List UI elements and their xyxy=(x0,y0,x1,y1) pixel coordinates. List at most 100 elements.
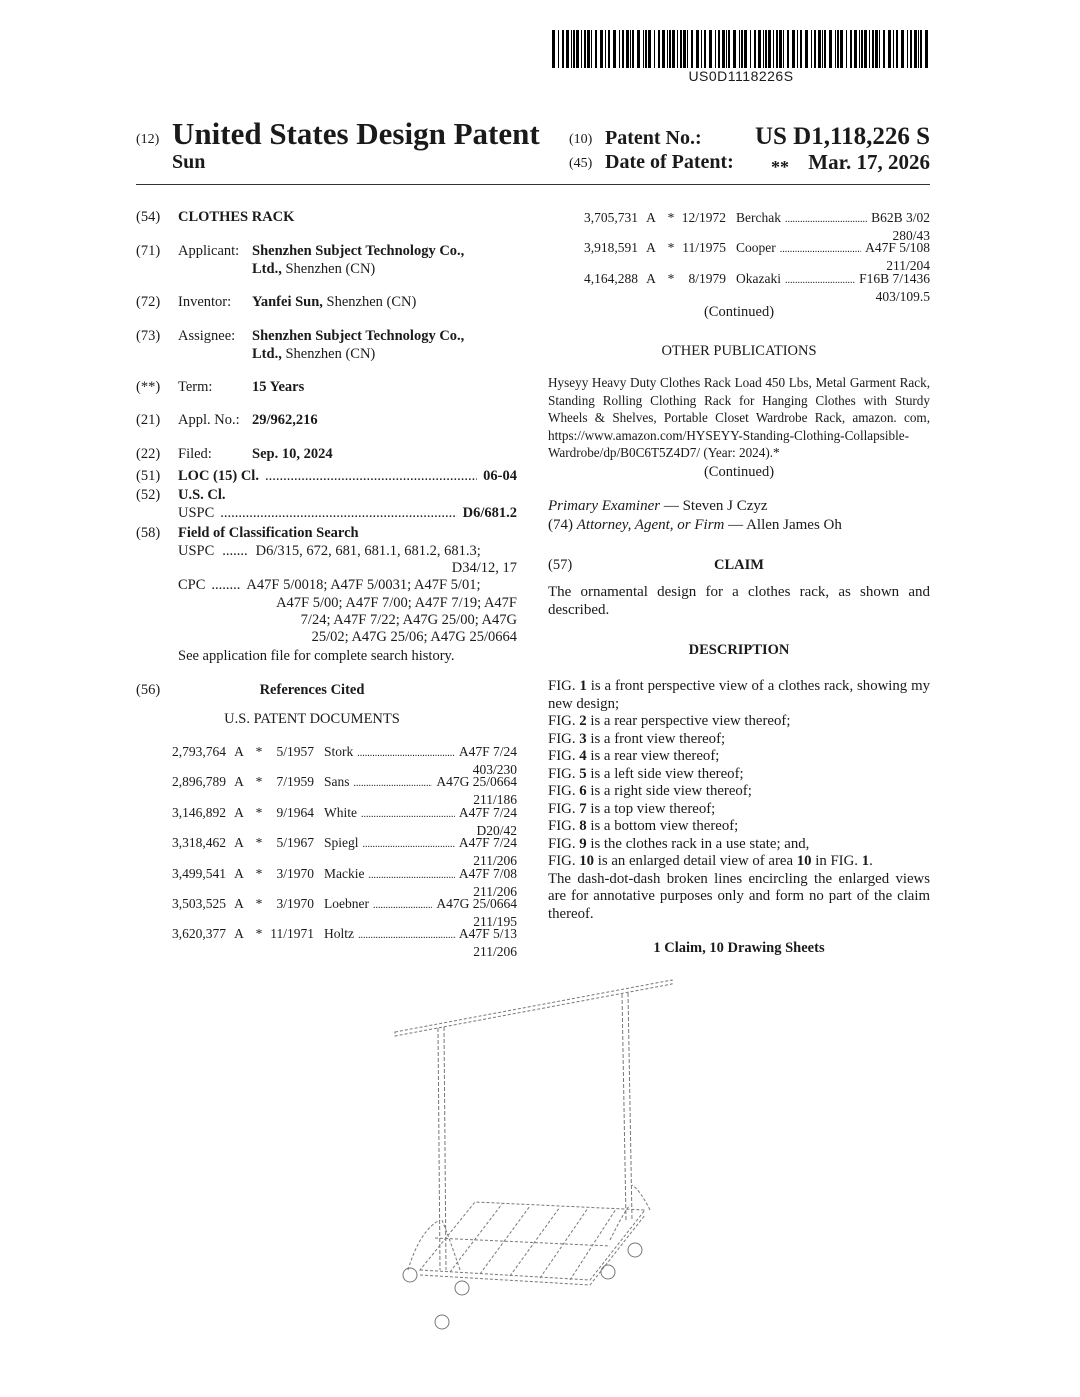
patent-no-label: Patent No.: xyxy=(605,127,702,149)
reference-date: 5/1957 xyxy=(276,744,314,759)
barcode-bar xyxy=(637,30,640,68)
invention-title: CLOTHES RACK xyxy=(178,209,295,225)
barcode-bar xyxy=(722,30,725,68)
barcode-bar xyxy=(566,30,569,68)
attorney-name: — Allen James Oh xyxy=(728,517,842,533)
label: Appl. No.: xyxy=(178,412,240,428)
reference-kind: A xyxy=(646,210,656,225)
barcode-bar xyxy=(776,30,778,68)
code-10: (10) xyxy=(569,132,593,147)
fig10-mid2: in FIG. xyxy=(811,853,862,869)
fig-prefix: FIG. xyxy=(548,765,580,782)
barcode-bar xyxy=(654,30,655,68)
reference-class-secondary: 211/186 xyxy=(473,792,517,808)
cpc-line: A47F 5/0018; A47F 5/0031; A47F 5/01; xyxy=(246,577,481,593)
reference-date: 7/1959 xyxy=(276,774,314,790)
reference-name: Cooper xyxy=(736,240,776,256)
barcode-bar xyxy=(733,30,736,68)
fig-number: 3 xyxy=(579,730,587,747)
label: USPC xyxy=(178,543,215,559)
code: (21) xyxy=(136,412,161,428)
leader-dots xyxy=(363,834,455,853)
code: (54) xyxy=(136,209,161,225)
label: USPC xyxy=(178,505,215,521)
barcode-bar xyxy=(925,30,928,68)
barcode-bar xyxy=(595,30,597,68)
reference-class-secondary: 403/109.5 xyxy=(875,288,930,304)
barcode-bar xyxy=(773,30,774,68)
figure-description: FIG. 5 is a left side view thereof; xyxy=(548,766,930,784)
reference-class: A47G 25/0664 xyxy=(436,896,517,911)
description-note: The dash-dot-dash broken lines encirclin… xyxy=(548,870,930,922)
barcode-bar xyxy=(662,30,665,68)
code: (71) xyxy=(136,243,161,259)
barcode-bar xyxy=(573,30,575,68)
barcode-bar xyxy=(701,30,702,68)
fig-text: is the clothes rack in a use state; and, xyxy=(586,835,810,852)
uspc-line: D34/12, 17 xyxy=(451,560,517,576)
reference-name: Berchak xyxy=(736,210,781,225)
claim-text: The ornamental design for a clothes rack… xyxy=(548,584,930,618)
reference-name: Spiegl xyxy=(324,835,359,851)
barcode-bar xyxy=(824,30,826,68)
barcode-bar xyxy=(879,30,880,68)
barcode-bar xyxy=(677,30,678,68)
inventor-name: Yanfei Sun, xyxy=(252,294,323,310)
reference-date: 11/1975 xyxy=(682,240,726,256)
barcode-bar xyxy=(667,30,668,68)
barcode-bar xyxy=(584,30,586,68)
loc-value: 06-04 xyxy=(483,468,517,484)
barcode-bar xyxy=(715,30,716,68)
fig-prefix: FIG. xyxy=(548,713,580,729)
examiner-name: — Steven J Czyz xyxy=(663,498,768,514)
references-subheading: U.S. PATENT DOCUMENTS xyxy=(224,711,400,727)
barcode-bar xyxy=(787,30,789,68)
clothes-rack-drawing xyxy=(394,979,673,1330)
reference-name: Sans xyxy=(324,774,350,790)
reference-number: 2,896,789 xyxy=(172,774,226,790)
reference-name: Mackie xyxy=(324,865,365,881)
examiner-cited-mark: * xyxy=(255,835,263,851)
term-value: 15 Years xyxy=(252,379,305,395)
code: (51) xyxy=(136,468,161,484)
assignee-name: Shenzhen Subject Technology Co., xyxy=(252,328,465,344)
leader-dots xyxy=(785,209,867,228)
reference-class: B62B 3/02 xyxy=(871,210,930,225)
code: (52) xyxy=(136,487,161,503)
reference-name: White xyxy=(324,804,357,820)
code: (72) xyxy=(136,294,161,310)
barcode-bar xyxy=(587,30,590,68)
fig-text: is a right side view thereof; xyxy=(586,783,752,799)
barcode-bar xyxy=(797,30,798,68)
label: Filed: xyxy=(178,446,212,462)
code: (58) xyxy=(136,525,161,541)
reference-class: A47F 5/13 xyxy=(458,926,517,942)
barcode-bar xyxy=(768,30,771,68)
label: Term: xyxy=(178,379,213,395)
applicant-name-2: Ltd., xyxy=(252,261,282,277)
description-heading: DESCRIPTION xyxy=(688,642,790,658)
reference-class-secondary: 403/230 xyxy=(472,762,517,777)
fig-prefix: FIG. xyxy=(548,818,580,834)
reference-class: F16B 7/1436 xyxy=(859,270,930,286)
fig-number: 5 xyxy=(579,765,587,782)
barcode-bar xyxy=(591,30,592,68)
barcode-bar xyxy=(750,30,751,68)
attorney-label: Attorney, Agent, or Firm xyxy=(576,517,725,533)
label: CPC xyxy=(178,577,206,593)
barcode-bar xyxy=(758,30,761,68)
barcode-bar xyxy=(680,30,682,68)
barcode-bar xyxy=(883,30,885,68)
barcode-bar xyxy=(914,30,917,68)
reference-kind: A xyxy=(234,744,244,759)
